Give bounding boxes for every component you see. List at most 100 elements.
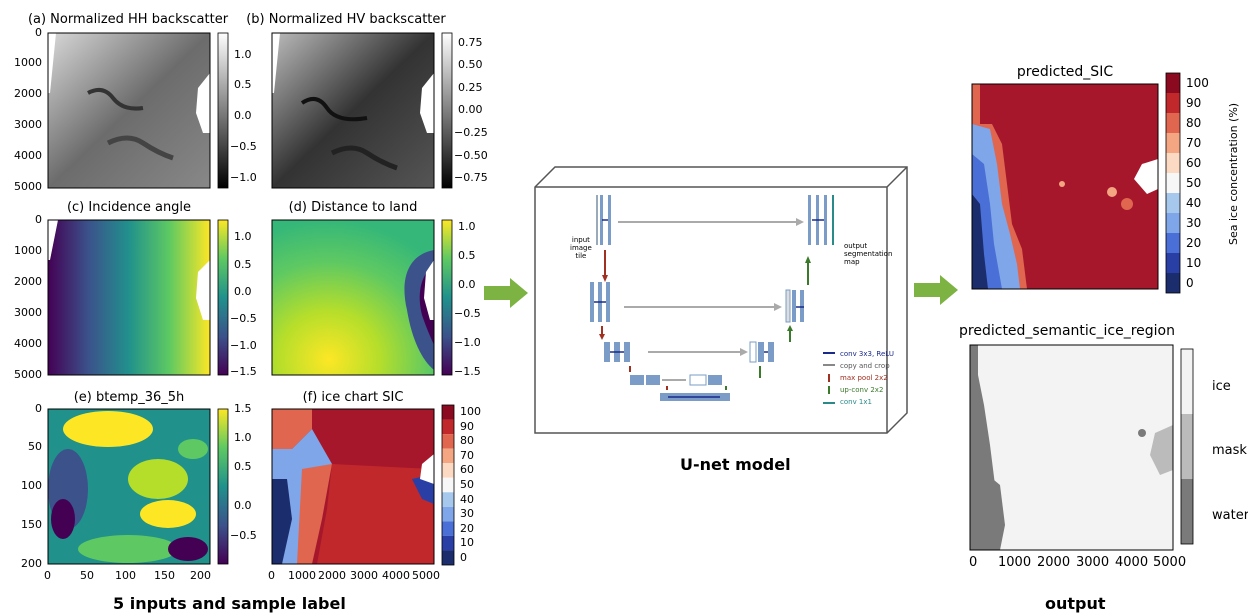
panel-f-xtick: 3000	[350, 569, 378, 582]
panel-e-title: (e) btemp_36_5h	[73, 390, 185, 405]
panel-c-ytick: 4000	[14, 337, 42, 350]
panel-b-cbar-tick: −0.50	[454, 149, 488, 162]
panel-c-cbar-tick: −1.0	[230, 339, 257, 352]
output-label-line: segmentation	[844, 250, 893, 258]
semantic-xtick: 4000	[1115, 555, 1149, 570]
colorbar-tick: 0	[1186, 276, 1194, 290]
colorbar-tick: 40	[460, 492, 474, 506]
panel-b-image	[271, 32, 435, 189]
panel-e-ytick: 0	[35, 402, 42, 415]
unet-input-label: input image tile	[570, 236, 592, 260]
colorbar-swatch	[442, 463, 454, 478]
colorbar-tick: 80	[460, 434, 474, 448]
output-label-line: output	[844, 242, 868, 250]
colorbar-tick: 10	[460, 536, 474, 550]
panel-f-colorbar	[441, 404, 455, 566]
panel-d-cbar-tick: −1.5	[454, 365, 481, 378]
panel-c-ytick: 3000	[14, 306, 42, 319]
colorbar-tick: 100	[460, 405, 481, 419]
unet-architecture	[590, 195, 835, 404]
legend-item: up-conv 2x2	[840, 386, 884, 394]
colorbar-swatch	[1166, 113, 1180, 133]
colorbar-swatch	[442, 448, 454, 464]
panel-a-ytick: 3000	[14, 118, 42, 131]
panel-a-cbar-tick: 0.5	[234, 78, 252, 91]
colorbar-swatch	[442, 550, 454, 565]
colorbar-tick: 80	[1186, 116, 1202, 130]
colorbar-swatch	[1166, 73, 1180, 93]
semantic-xtick: 3000	[1076, 555, 1110, 570]
input-label-line: input	[571, 236, 590, 244]
panel-e-cbar-tick: −0.5	[230, 529, 257, 542]
panel-d-image	[271, 219, 435, 376]
legend-item: max pool 2x2	[840, 374, 888, 382]
panel-d-cbar-tick: 0.5	[458, 249, 476, 262]
panel-e-image	[47, 408, 211, 565]
colorbar-swatch	[442, 434, 454, 449]
unet-box	[534, 166, 908, 434]
panel-c-ytick: 2000	[14, 275, 42, 288]
arrow-right-icon	[914, 275, 958, 305]
legend-item: copy and crop	[840, 362, 890, 370]
panel-e-xtick: 150	[154, 569, 175, 582]
sic-colorbar	[1165, 72, 1181, 294]
colorbar-tick: 90	[460, 419, 474, 433]
panel-e-xtick: 0	[44, 569, 51, 582]
panel-c-colorbar	[217, 219, 229, 376]
colorbar-tick: 50	[1186, 176, 1202, 190]
sic-title: predicted_SIC	[1016, 64, 1114, 80]
colorbar-tick: 30	[1186, 216, 1202, 230]
panel-a-cbar-tick: −0.5	[230, 140, 257, 153]
colorbar-tick: 20	[1186, 236, 1202, 250]
colorbar-tick: 0	[460, 550, 467, 564]
panel-b-title: (b) Normalized HV backscatter	[246, 12, 446, 27]
panel-d-colorbar	[441, 219, 453, 376]
colorbar-swatch	[1166, 253, 1180, 273]
colorbar-tick: 30	[460, 507, 474, 521]
panel-b-cbar-tick: −0.25	[454, 126, 488, 139]
panel-c-image	[47, 219, 211, 376]
semantic-xtick: 2000	[1037, 555, 1071, 570]
colorbar-swatch	[442, 521, 454, 536]
legend-item: conv 1x1	[840, 398, 872, 406]
sic-cbar-label: Sea ice concentration (%)	[1227, 102, 1240, 245]
colorbar-swatch	[442, 506, 454, 522]
input-label-line: tile	[575, 252, 587, 260]
output-label-line: map	[844, 258, 860, 266]
semantic-xtick: 5000	[1153, 555, 1187, 570]
panel-d-cbar-tick: 0.0	[458, 278, 476, 291]
colorbar-tick: 50	[460, 478, 474, 491]
panel-f-xtick: 2000	[318, 569, 346, 582]
semantic-map	[969, 344, 1174, 551]
colorbar-swatch	[442, 535, 454, 551]
panel-f-xtick: 5000	[412, 569, 440, 582]
panel-a-colorbar	[217, 32, 229, 189]
input-label-line: image	[570, 244, 592, 252]
colorbar-swatch	[1166, 133, 1180, 153]
panel-c-cbar-tick: 0.5	[234, 258, 252, 271]
panel-e-ytick: 50	[28, 440, 42, 453]
panel-a-cbar-tick: 1.0	[234, 48, 252, 61]
panel-b-cbar-tick: 0.75	[458, 36, 483, 49]
colorbar-tick: 10	[1186, 256, 1202, 270]
colorbar-swatch	[1166, 233, 1180, 253]
colorbar-tick: 70	[1186, 136, 1202, 150]
colorbar-swatch	[1166, 193, 1180, 213]
semantic-colorbar	[1180, 348, 1194, 545]
panel-a-ytick: 5000	[14, 180, 42, 193]
semantic-xtick: 0	[969, 555, 978, 570]
panel-b-cbar-tick: 0.00	[458, 103, 483, 116]
panel-e-xtick: 50	[80, 569, 94, 582]
panel-e-cbar-tick: 1.5	[234, 402, 252, 415]
outputs-caption: output	[1045, 594, 1106, 613]
panel-f-title: (f) ice chart SIC	[302, 390, 404, 405]
panel-b-colorbar	[441, 32, 453, 189]
colorbar-swatch	[1166, 173, 1180, 193]
panel-d-cbar-tick: 1.0	[458, 220, 476, 233]
colorbar-swatch	[1166, 153, 1180, 173]
model-caption: U-net model	[680, 455, 791, 474]
panel-a-cbar-tick: −1.0	[230, 171, 257, 184]
colorbar-tick: 70	[460, 448, 474, 462]
panel-a-ytick: 1000	[14, 56, 42, 69]
panel-f-xtick: 4000	[382, 569, 410, 582]
